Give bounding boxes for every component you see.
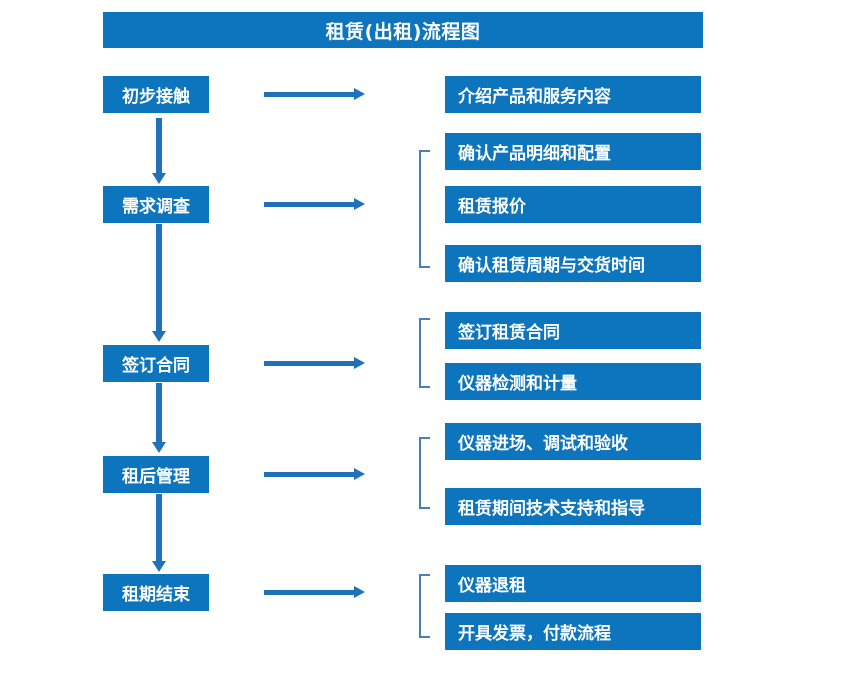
stage-node-3[interactable]: 签订合同	[103, 345, 209, 382]
detail-node-2-1[interactable]: 确认产品明细和配置	[445, 133, 701, 170]
diagram-title: 租赁(出租)流程图	[103, 12, 703, 48]
horizontal-arrow-1	[264, 88, 365, 100]
detail-node-2-2[interactable]: 租赁报价	[445, 186, 701, 223]
vertical-arrow-4-to-5	[152, 494, 166, 572]
detail-node-5-2[interactable]: 开具发票，付款流程	[445, 613, 701, 650]
group-bracket-5	[419, 574, 430, 638]
detail-node-3-1[interactable]: 签订租赁合同	[445, 312, 701, 349]
stage-node-1[interactable]: 初步接触	[103, 76, 209, 113]
group-bracket-3	[419, 318, 430, 388]
horizontal-arrow-3	[264, 357, 365, 369]
horizontal-arrow-2	[264, 198, 365, 210]
group-bracket-2	[419, 150, 430, 268]
detail-node-3-2[interactable]: 仪器检测和计量	[445, 363, 701, 400]
detail-node-5-1[interactable]: 仪器退租	[445, 565, 701, 602]
stage-node-4[interactable]: 租后管理	[103, 456, 209, 493]
horizontal-arrow-5	[264, 586, 365, 598]
detail-node-4-1[interactable]: 仪器进场、调试和验收	[445, 423, 701, 460]
vertical-arrow-1-to-2	[152, 118, 166, 184]
detail-node-2-3[interactable]: 确认租赁周期与交货时间	[445, 245, 701, 282]
detail-node-4-2[interactable]: 租赁期间技术支持和指导	[445, 488, 701, 525]
stage-node-5[interactable]: 租期结束	[103, 574, 209, 611]
stage-node-2[interactable]: 需求调查	[103, 186, 209, 223]
vertical-arrow-2-to-3	[152, 224, 166, 342]
horizontal-arrow-4	[264, 468, 365, 480]
detail-node-1-1[interactable]: 介绍产品和服务内容	[445, 76, 701, 113]
group-bracket-4	[419, 437, 430, 509]
vertical-arrow-3-to-4	[152, 383, 166, 453]
